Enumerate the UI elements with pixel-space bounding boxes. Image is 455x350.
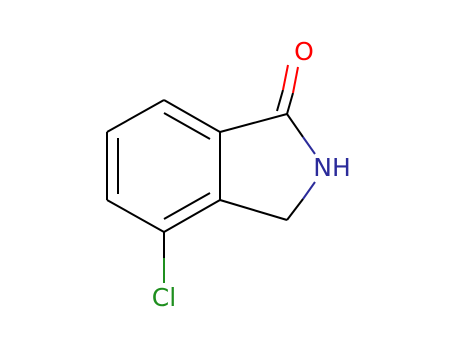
bond-c7-c6 — [106, 99, 165, 133]
bond-c3-c3a — [219, 199, 288, 221]
benzene-ring — [106, 99, 221, 233]
bond-c1-n-black — [286, 113, 304, 138]
bond-c7a-c7-inner — [163, 112, 211, 140]
bond-c4-c3a — [163, 199, 221, 233]
atom-label-chlorine: Cl — [152, 283, 176, 312]
bond-c1-o-black-a — [286, 92, 294, 115]
bond-c1-o-red-b — [282, 64, 289, 91]
bond-c1-o-black-b — [276, 89, 284, 112]
atom-label-oxygen: O — [294, 37, 314, 66]
bond-n-c3-blue — [302, 181, 316, 200]
bond-c4-c3a-inner — [163, 192, 211, 220]
bond-c7a-c1 — [219, 113, 288, 133]
bond-c1-o-red-a — [292, 66, 299, 94]
lactam-ring — [219, 113, 316, 221]
bond-c5-c4 — [106, 199, 165, 233]
bond-c1-n-blue — [302, 136, 316, 155]
atom-label-nitrogen: NH — [313, 153, 351, 182]
carbonyl-bond — [276, 64, 299, 115]
bond-c7a-c7 — [163, 99, 221, 133]
bond-n-c3-black — [286, 198, 304, 221]
